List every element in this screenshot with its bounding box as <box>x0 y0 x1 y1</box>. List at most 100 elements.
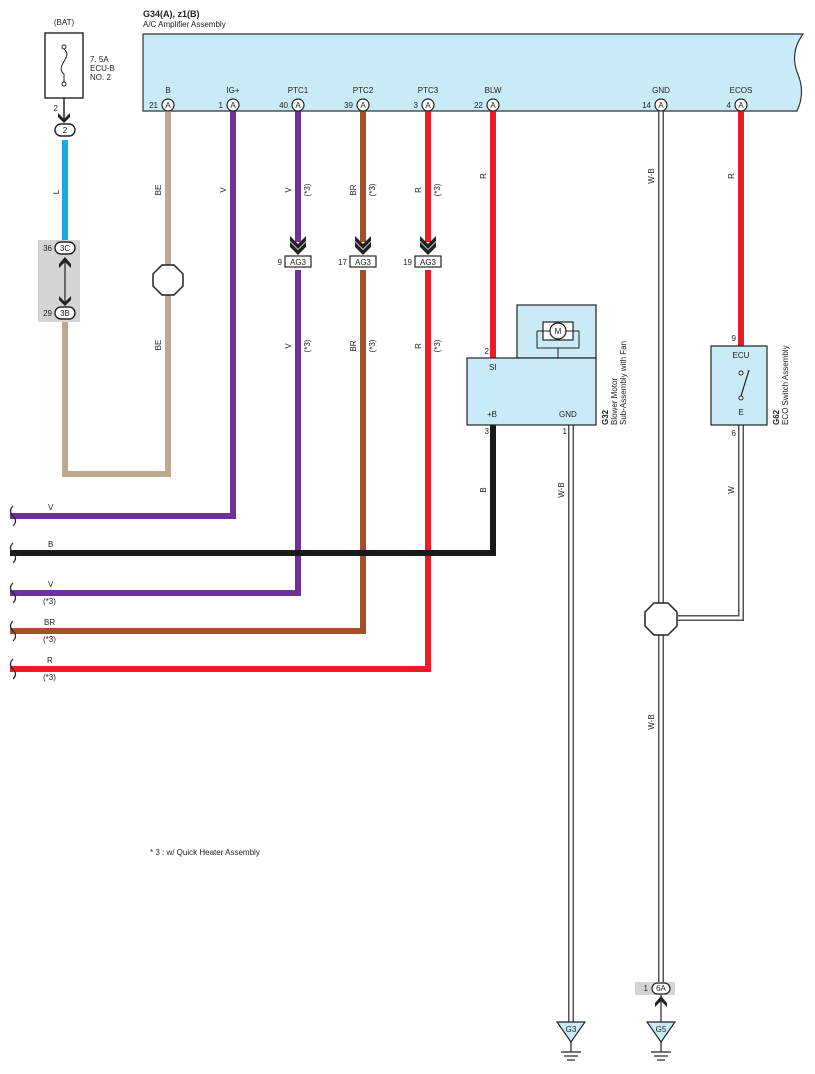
wire-label-ptc1-bottom: V <box>284 343 293 349</box>
ground-g5-label: G5 <box>656 1025 667 1034</box>
junction-arrow-down-icon <box>59 296 71 306</box>
wire-label-eco-w: W <box>727 486 736 494</box>
wire-ptc2-bottom <box>10 270 366 634</box>
svg-text:A: A <box>230 101 236 110</box>
blower-label-si: SI <box>489 363 497 372</box>
wire-b <box>10 425 496 556</box>
g5-arrow-up-icon <box>655 996 667 1007</box>
fuse <box>44 32 84 99</box>
left-wire-4-label: BR <box>44 618 55 627</box>
wire-label-blw: R <box>479 173 488 179</box>
wire-label-amp-gnd-bottom: W-B <box>647 714 656 729</box>
bat-label: (BAT) <box>54 18 75 27</box>
wire-label-ptc1-top: V <box>284 187 293 193</box>
left-wire-5-note: (*3) <box>43 673 56 682</box>
svg-text:2: 2 <box>63 126 68 135</box>
svg-text:19: 19 <box>403 258 412 267</box>
svg-text:A: A <box>360 101 366 110</box>
motor-icon: M <box>555 327 562 336</box>
fuse-arrow-icon <box>58 113 70 123</box>
wire-label-ptc3-bottom: R <box>414 343 423 349</box>
pin-label-ecos: ECOS <box>730 86 753 95</box>
pin-label-ptc2: PTC2 <box>353 86 374 95</box>
left-wire-3-note: (*3) <box>43 597 56 606</box>
svg-text:22: 22 <box>474 101 483 110</box>
left-wire-2-label: B <box>48 540 53 549</box>
junction-arrow-up-icon <box>59 257 71 268</box>
wire-note-ptc2-bottom: (*3) <box>368 339 377 352</box>
svg-text:A: A <box>425 101 431 110</box>
pin-label-b: B <box>165 86 170 95</box>
pin-label-blw: BLW <box>485 86 502 95</box>
pin-label-ptc1: PTC1 <box>288 86 309 95</box>
blower-name-line1: Blower Motor <box>610 378 619 425</box>
blower-code: G32 <box>601 409 610 425</box>
ground-g3-label: G3 <box>566 1025 577 1034</box>
left-wire-5-label: R <box>47 656 53 665</box>
wire-note-ptc2-top: (*3) <box>368 183 377 196</box>
fuse-name: ECU-B <box>90 64 115 73</box>
fuse-pin-number: 2 <box>54 104 59 113</box>
svg-text:A: A <box>165 101 171 110</box>
fuse-connector: 2 <box>54 123 76 137</box>
pin-label-ig: IG+ <box>226 86 239 95</box>
blower-pin-gnd: 1 <box>563 427 568 436</box>
svg-text:4: 4 <box>727 101 732 110</box>
svg-text:AG3: AG3 <box>420 258 437 267</box>
ground-g3: G3 <box>555 1021 587 1061</box>
fuse-number: NO. 2 <box>90 73 111 82</box>
svg-text:A: A <box>738 101 744 110</box>
pin-label-ptc3: PTC3 <box>418 86 439 95</box>
fuse-rating: 7. 5A <box>90 55 109 64</box>
eco-label-ecu: ECU <box>733 351 750 360</box>
eco-switch <box>710 345 768 426</box>
wire-ptc3-bottom <box>10 270 431 672</box>
blower-motor: M <box>466 304 597 426</box>
left-wire-1-label: V <box>48 503 54 512</box>
svg-text:A: A <box>658 101 664 110</box>
be-splice-point <box>152 264 184 296</box>
wire-label-ecos: R <box>727 173 736 179</box>
svg-text:40: 40 <box>279 101 288 110</box>
pin-connector-ptc2: A 39 <box>344 98 370 112</box>
svg-text:9: 9 <box>278 258 283 267</box>
wire-label-l: L <box>52 189 61 194</box>
wire-label-be-top: BE <box>154 185 163 196</box>
junction-connector-bottom: 3B 29 <box>43 306 76 320</box>
pin-connector-b: A 21 <box>149 98 175 112</box>
wire-label-amp-gnd-top: W-B <box>647 168 656 183</box>
svg-text:AG3: AG3 <box>355 258 372 267</box>
wire-note-ptc3-top: (*3) <box>433 183 442 196</box>
svg-text:29: 29 <box>43 309 52 318</box>
wire-label-be-bottom: BE <box>154 340 163 351</box>
blower-labels: G32 Blower Motor Sub-Assembly with Fan <box>601 341 628 425</box>
wire-note-ptc3-bottom: (*3) <box>433 339 442 352</box>
svg-text:1: 1 <box>644 984 649 993</box>
wire-ig-v <box>10 111 236 519</box>
svg-text:17: 17 <box>338 258 347 267</box>
blower-name-line2: Sub-Assembly with Fan <box>619 341 628 425</box>
svg-text:3C: 3C <box>60 244 70 253</box>
eco-pin-ecu: 9 <box>732 334 737 343</box>
left-wire-4-note: (*3) <box>43 635 56 644</box>
svg-text:1: 1 <box>219 101 224 110</box>
pin-connector-gnd: A 14 <box>642 98 668 112</box>
pin-connector-ecos: A 4 <box>727 98 748 112</box>
svg-text:AG3: AG3 <box>290 258 307 267</box>
blower-pin-si: 2 <box>485 347 490 356</box>
amplifier-pin-labels: B IG+ PTC1 PTC2 PTC3 BLW GND ECOS <box>165 86 752 95</box>
blower-label-pb: +B <box>487 410 497 419</box>
wire-ptc1-bottom <box>10 270 301 596</box>
footnote: * 3 : w/ Quick Heater Assembly <box>150 848 260 857</box>
wire-label-blower-gnd: W-B <box>557 482 566 497</box>
wire-label-ptc3-top: R <box>414 187 423 193</box>
pin-connector-blw: A 22 <box>474 98 500 112</box>
blower-label-gnd: GND <box>559 410 577 419</box>
amplifier-name: A/C Amplifier Assembly <box>143 20 226 29</box>
pin-label-gnd: GND <box>652 86 670 95</box>
svg-text:21: 21 <box>149 101 158 110</box>
pin-connector-ptc3: A 3 <box>414 98 435 112</box>
eco-name: ECO Switch Assembly <box>781 345 790 425</box>
wire-note-ptc1-top: (*3) <box>303 183 312 196</box>
